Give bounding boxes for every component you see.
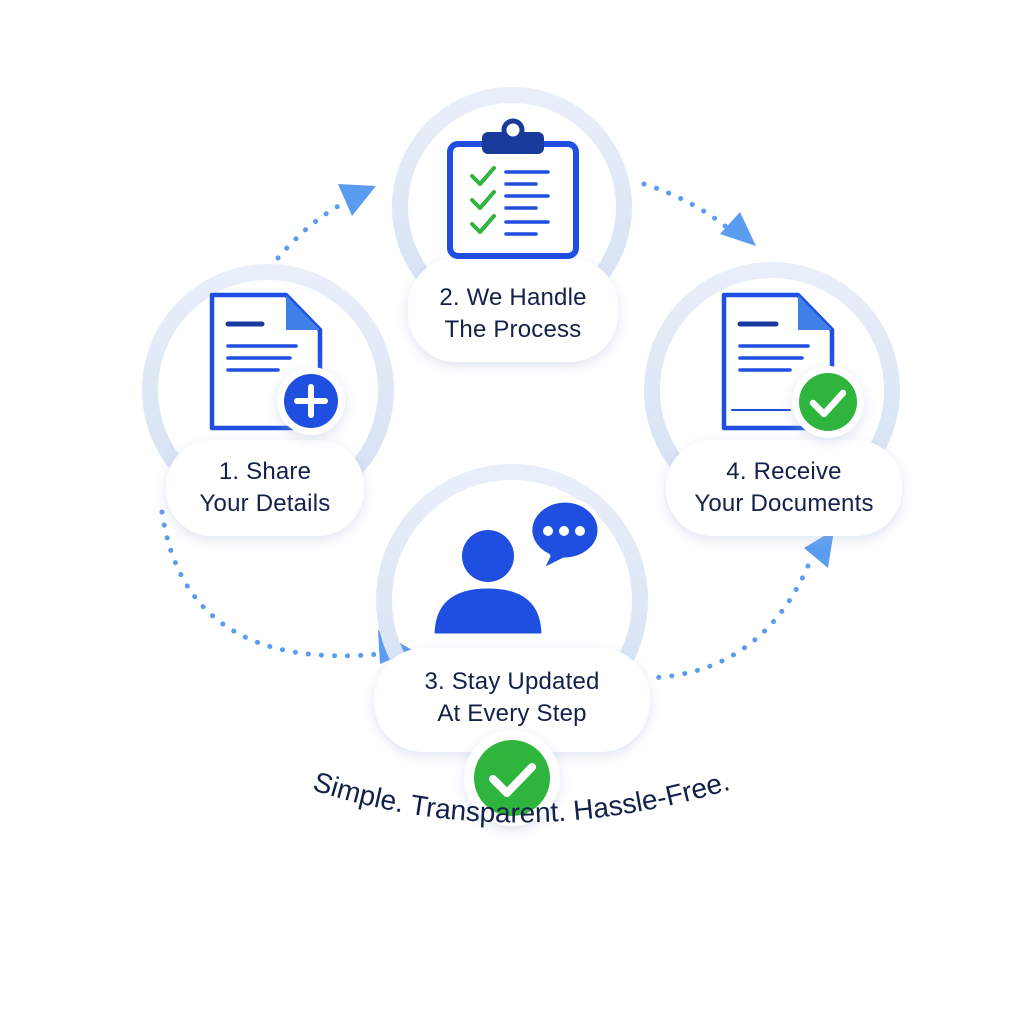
step-4-title: 4. Receive <box>726 458 842 485</box>
arrow-step1-to-step2 <box>275 197 353 261</box>
success-check-icon <box>464 730 560 826</box>
step-1-node <box>142 264 394 536</box>
arrowhead-to-step4 <box>720 212 756 246</box>
arrowhead-to-step2 <box>338 184 376 216</box>
step-4-label: 4. Receive Your Documents <box>666 456 902 520</box>
step-4-subtitle: Your Documents <box>694 490 874 517</box>
step-1-label: 1. Share Your Details <box>166 456 364 520</box>
step-3-node <box>374 464 650 752</box>
step-1-subtitle: Your Details <box>199 490 331 517</box>
user-chat-icon <box>429 497 603 639</box>
arrow-step2-to-step4 <box>641 181 733 233</box>
step-3-subtitle: At Every Step <box>437 700 587 727</box>
document-plus-icon <box>209 292 345 435</box>
arrow-step1-to-step3 <box>159 509 383 659</box>
step-3-title: 3. Stay Updated <box>424 668 600 695</box>
document-check-icon <box>721 292 864 438</box>
arrow-step4-to-step3 <box>643 563 811 681</box>
step-1-title: 1. Share <box>218 458 312 485</box>
step-2-title: 2. We Handle <box>439 284 587 311</box>
arrowhead-from-step4 <box>804 530 834 568</box>
step-2-node <box>392 87 632 362</box>
step-2-label: 2. We Handle The Process <box>408 282 618 346</box>
connector-arrows <box>159 181 811 681</box>
step-3-label: 3. Stay Updated At Every Step <box>374 666 650 730</box>
step-4-node <box>644 262 902 536</box>
step-2-subtitle: The Process <box>444 316 582 343</box>
clipboard-checklist-icon <box>447 118 579 259</box>
